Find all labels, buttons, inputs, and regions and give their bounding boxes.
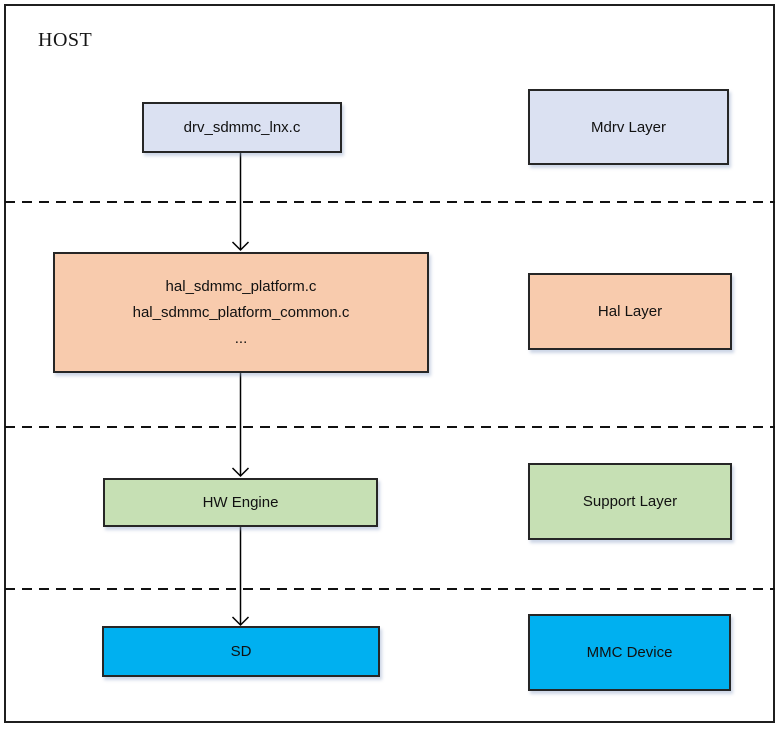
flow-box-hal-sdmmc-platform: hal_sdmmc_platform.c hal_sdmmc_platform_… <box>53 252 429 373</box>
legend-box-mdrv-layer: Mdrv Layer <box>528 89 729 165</box>
legend-box-mmc-device: MMC Device <box>528 614 731 691</box>
hal-file-line-1: hal_sdmmc_platform.c <box>165 277 317 295</box>
flow-box-drv-label: drv_sdmmc_lnx.c <box>183 119 301 136</box>
flow-box-drv-sdmmc-lnx: drv_sdmmc_lnx.c <box>142 102 342 153</box>
legend-mmc-label: MMC Device <box>586 644 673 661</box>
legend-hal-label: Hal Layer <box>597 303 663 320</box>
host-boundary-box <box>4 4 775 723</box>
flow-box-hal-label: hal_sdmmc_platform.c hal_sdmmc_platform_… <box>133 274 350 352</box>
flow-box-sd: SD <box>102 626 380 677</box>
hal-file-line-3: ... <box>234 329 248 347</box>
hal-file-line-2: hal_sdmmc_platform_common.c <box>132 303 350 321</box>
flow-box-hw-label: HW Engine <box>202 494 279 511</box>
legend-box-support-layer: Support Layer <box>528 463 732 540</box>
legend-mdrv-label: Mdrv Layer <box>590 118 667 136</box>
legend-support-label: Support Layer <box>582 493 678 510</box>
legend-box-hal-layer: Hal Layer <box>528 273 732 350</box>
flow-box-hw-engine: HW Engine <box>103 478 378 527</box>
host-label: HOST <box>38 29 93 51</box>
flow-box-sd-label: SD <box>230 643 252 660</box>
